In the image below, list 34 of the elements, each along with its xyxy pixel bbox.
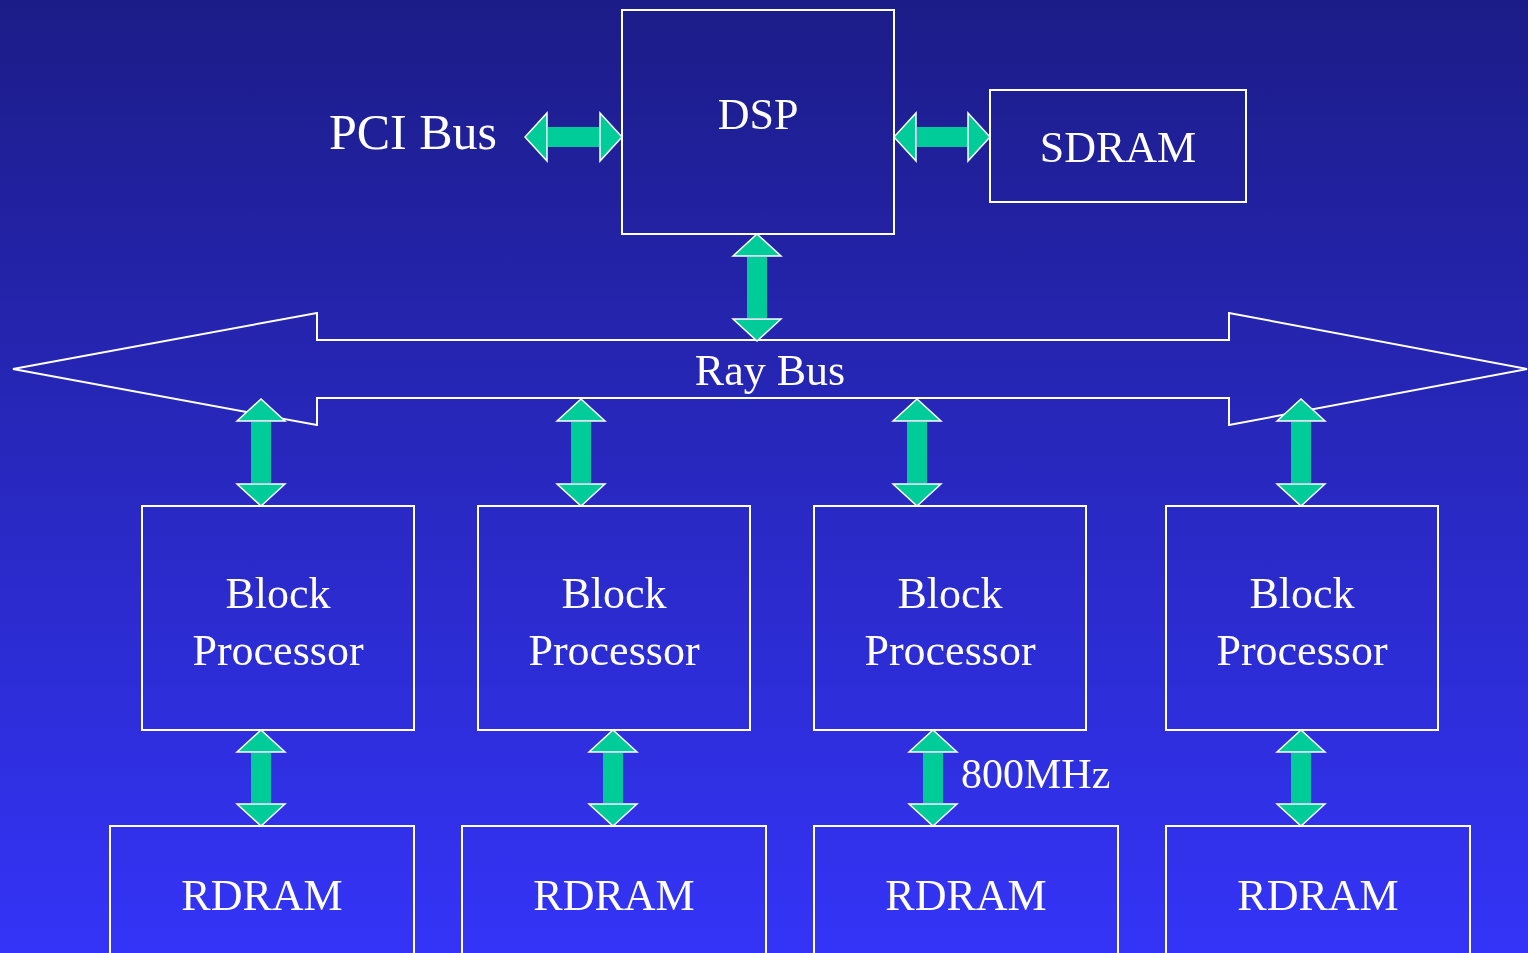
component-label: Block Processor (528, 568, 700, 678)
double-arrow (893, 112, 991, 162)
component-box (141, 505, 415, 731)
double-arrow (588, 729, 638, 827)
component-label: Ray Bus (694, 345, 846, 397)
component-box (477, 505, 751, 731)
component-label: Block Processor (864, 568, 1036, 678)
component-box (813, 825, 1119, 953)
component-box (813, 505, 1087, 731)
component-label: RDRAM (1237, 870, 1399, 922)
component-label: Block Processor (192, 568, 364, 678)
double-arrow (908, 729, 958, 827)
component-box (989, 89, 1247, 203)
double-arrow (236, 729, 286, 827)
double-arrow (892, 398, 942, 507)
edge-label: 800MHz (961, 750, 1111, 798)
component-box (461, 825, 767, 953)
component-label: DSP (717, 89, 799, 141)
component-box (109, 825, 415, 953)
component-label: SDRAM (1039, 122, 1197, 174)
component-label: RDRAM (533, 870, 695, 922)
component-label: Block Processor (1216, 568, 1388, 678)
double-arrow (1276, 398, 1326, 507)
double-arrow (524, 112, 623, 162)
double-arrow (556, 398, 606, 507)
double-arrow (732, 233, 782, 342)
component-label: RDRAM (885, 870, 1047, 922)
double-arrow (236, 398, 286, 507)
component-box (621, 9, 895, 235)
bus-label: PCI Bus (328, 103, 498, 162)
component-box (1165, 825, 1471, 953)
component-label: RDRAM (181, 870, 343, 922)
component-box (1165, 505, 1439, 731)
double-arrow (1276, 729, 1326, 827)
